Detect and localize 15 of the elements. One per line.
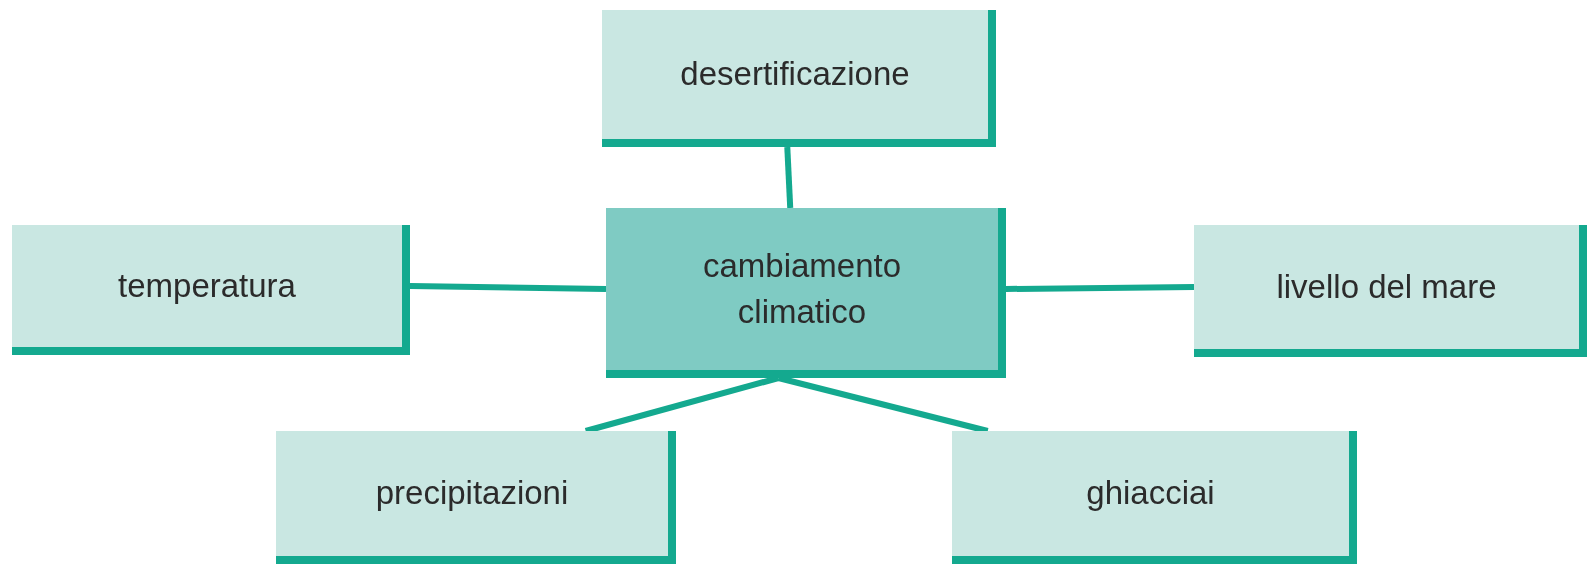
central-topic-box [606,208,1006,378]
topic-box [12,225,410,355]
topic-label: livello del mare [1276,266,1497,307]
topic-label: temperatura [118,265,296,306]
topic-label: ghiacciai [1086,473,1215,514]
topic-label: desertificazione [680,54,910,95]
topic-box [276,431,676,564]
connector-line [409,283,607,292]
topic-label: cambiamento climatico [701,245,903,332]
topic-box [1194,225,1587,357]
topic-box [952,431,1357,564]
topic-box [602,10,996,147]
connector-line [1005,284,1195,292]
connector-line [784,146,794,209]
topic-label: precipitazioni [375,473,569,514]
